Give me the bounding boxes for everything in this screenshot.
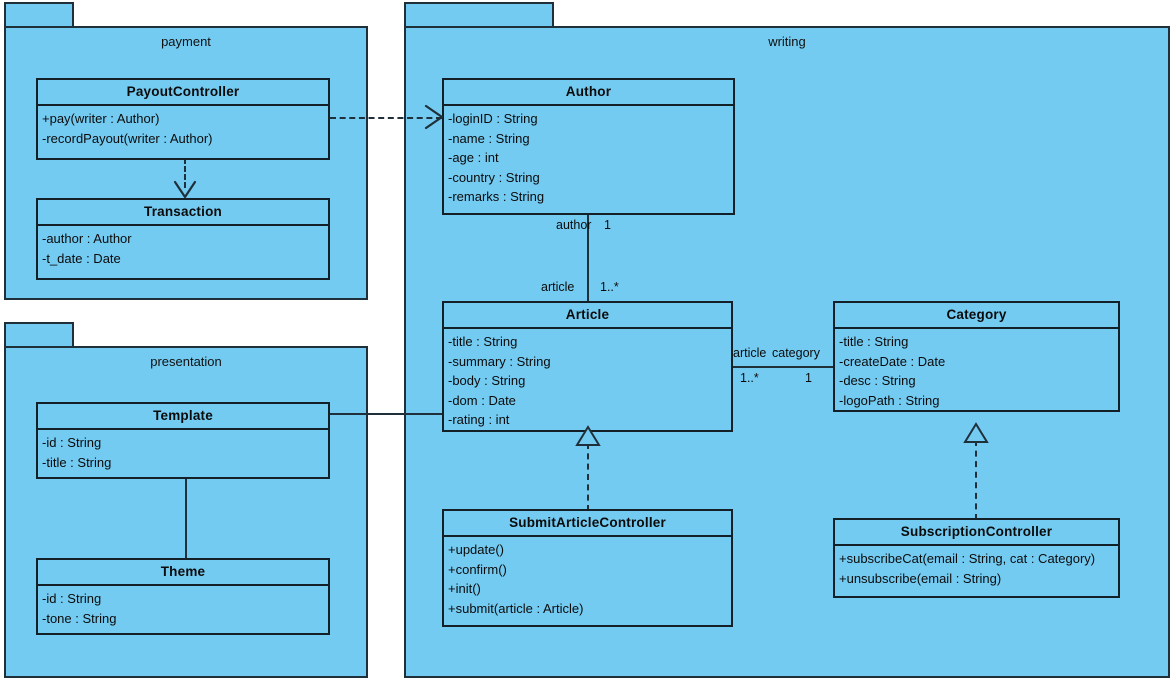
class-name-template: Template <box>38 404 328 430</box>
assoc-label-author-multiplicity: 1 <box>604 218 611 232</box>
package-label-payment: payment <box>161 34 211 49</box>
class-theme[interactable]: Theme -id : String -tone : String <box>36 558 330 635</box>
package-tab-payment <box>4 2 74 28</box>
class-member: -recordPayout(writer : Author) <box>42 130 213 146</box>
edge-template-to-theme <box>185 478 187 558</box>
package-label-presentation: presentation <box>150 354 222 369</box>
package-label-writing: writing <box>768 34 806 49</box>
class-member: -dom : Date <box>448 392 516 408</box>
class-name-article: Article <box>444 303 731 329</box>
class-category[interactable]: Category -title : String -createDate : D… <box>833 301 1120 412</box>
class-name-submitarticlecontroller: SubmitArticleController <box>444 511 731 537</box>
class-name-payoutcontroller: PayoutController <box>38 80 328 106</box>
open-arrowhead-author-dependency <box>424 104 444 130</box>
assoc-label-article-role: article <box>541 280 575 294</box>
edge-payoutcontroller-to-transaction <box>184 158 186 188</box>
edge-article-to-category <box>733 366 835 368</box>
class-template[interactable]: Template -id : String -title : String <box>36 402 330 479</box>
class-members-subscriptioncontroller: +subscribeCat(email : String, cat : Cate… <box>835 546 1118 591</box>
class-member: -logoPath : String <box>839 392 940 408</box>
class-members-template: -id : String -title : String <box>38 430 328 475</box>
hollow-triangle-arrowhead-article-realization <box>575 425 601 446</box>
class-member: -desc : String <box>839 373 916 388</box>
class-member: -summary : String <box>448 353 551 369</box>
class-member: +confirm() <box>448 561 507 577</box>
assoc-label-article-category-mult-article: 1..* <box>740 371 759 385</box>
class-member: -id : String <box>42 435 102 450</box>
class-payoutcontroller[interactable]: PayoutController +pay(writer : Author) -… <box>36 78 330 160</box>
class-member: +pay(writer : Author) <box>42 111 160 126</box>
class-member: +submit(article : Article) <box>448 600 584 616</box>
class-members-transaction: -author : Author -t_date : Date <box>38 226 328 271</box>
class-subscriptioncontroller[interactable]: SubscriptionController +subscribeCat(ema… <box>833 518 1120 598</box>
class-member: -remarks : String <box>448 189 545 204</box>
edge-template-to-article <box>330 413 444 415</box>
class-member: -country : String <box>448 169 540 185</box>
class-member: +subscribeCat(email : String, cat : Cate… <box>839 551 1096 566</box>
class-member: -createDate : Date <box>839 353 946 369</box>
class-member: +unsubscribe(email : String) <box>839 570 1002 586</box>
class-name-subscriptioncontroller: SubscriptionController <box>835 520 1118 546</box>
edge-submitarticlecontroller-to-article <box>587 443 589 511</box>
class-name-theme: Theme <box>38 560 328 586</box>
hollow-triangle-arrowhead-category-realization <box>963 422 989 443</box>
class-members-author: -loginID : String -name : String -age : … <box>444 106 733 210</box>
edge-subscriptioncontroller-to-category <box>975 440 977 520</box>
class-name-transaction: Transaction <box>38 200 328 226</box>
assoc-label-article-category-role-article: article <box>733 346 767 360</box>
edge-author-to-article <box>587 214 589 304</box>
class-member: -author : Author <box>42 231 132 246</box>
edge-payoutcontroller-to-author <box>330 117 442 119</box>
class-members-submitarticlecontroller: +update() +confirm() +init() +submit(art… <box>444 537 731 621</box>
assoc-label-article-category-mult-category: 1 <box>805 371 812 385</box>
class-member: -id : String <box>42 591 102 606</box>
class-name-author: Author <box>444 80 733 106</box>
class-members-theme: -id : String -tone : String <box>38 586 328 631</box>
package-tab-writing <box>404 2 554 28</box>
class-submitarticlecontroller[interactable]: SubmitArticleController +update() +confi… <box>442 509 733 627</box>
class-member: -tone : String <box>42 610 117 626</box>
class-member: -rating : int <box>448 412 510 427</box>
class-member: -title : String <box>839 334 909 349</box>
open-arrowhead-transaction-dependency <box>173 180 197 199</box>
class-member: -t_date : Date <box>42 250 121 266</box>
class-member: +update() <box>448 542 505 557</box>
class-member: +init() <box>448 581 481 596</box>
class-members-payoutcontroller: +pay(writer : Author) -recordPayout(writ… <box>38 106 328 151</box>
assoc-label-author-role: author <box>556 218 592 232</box>
assoc-label-article-category-role-category: category <box>772 346 820 360</box>
class-member: -age : int <box>448 150 499 165</box>
class-transaction[interactable]: Transaction -author : Author -t_date : D… <box>36 198 330 280</box>
class-member: -loginID : String <box>448 111 538 126</box>
class-member: -body : String <box>448 373 526 388</box>
class-article[interactable]: Article -title : String -summary : Strin… <box>442 301 733 432</box>
class-member: -title : String <box>448 334 518 349</box>
package-tab-presentation <box>4 322 74 348</box>
class-members-article: -title : String -summary : String -body … <box>444 329 731 433</box>
class-member: -name : String <box>448 130 530 146</box>
assoc-label-article-multiplicity: 1..* <box>600 280 619 294</box>
class-name-category: Category <box>835 303 1118 329</box>
class-members-category: -title : String -createDate : Date -desc… <box>835 329 1118 413</box>
class-author[interactable]: Author -loginID : String -name : String … <box>442 78 735 215</box>
class-member: -title : String <box>42 454 112 470</box>
